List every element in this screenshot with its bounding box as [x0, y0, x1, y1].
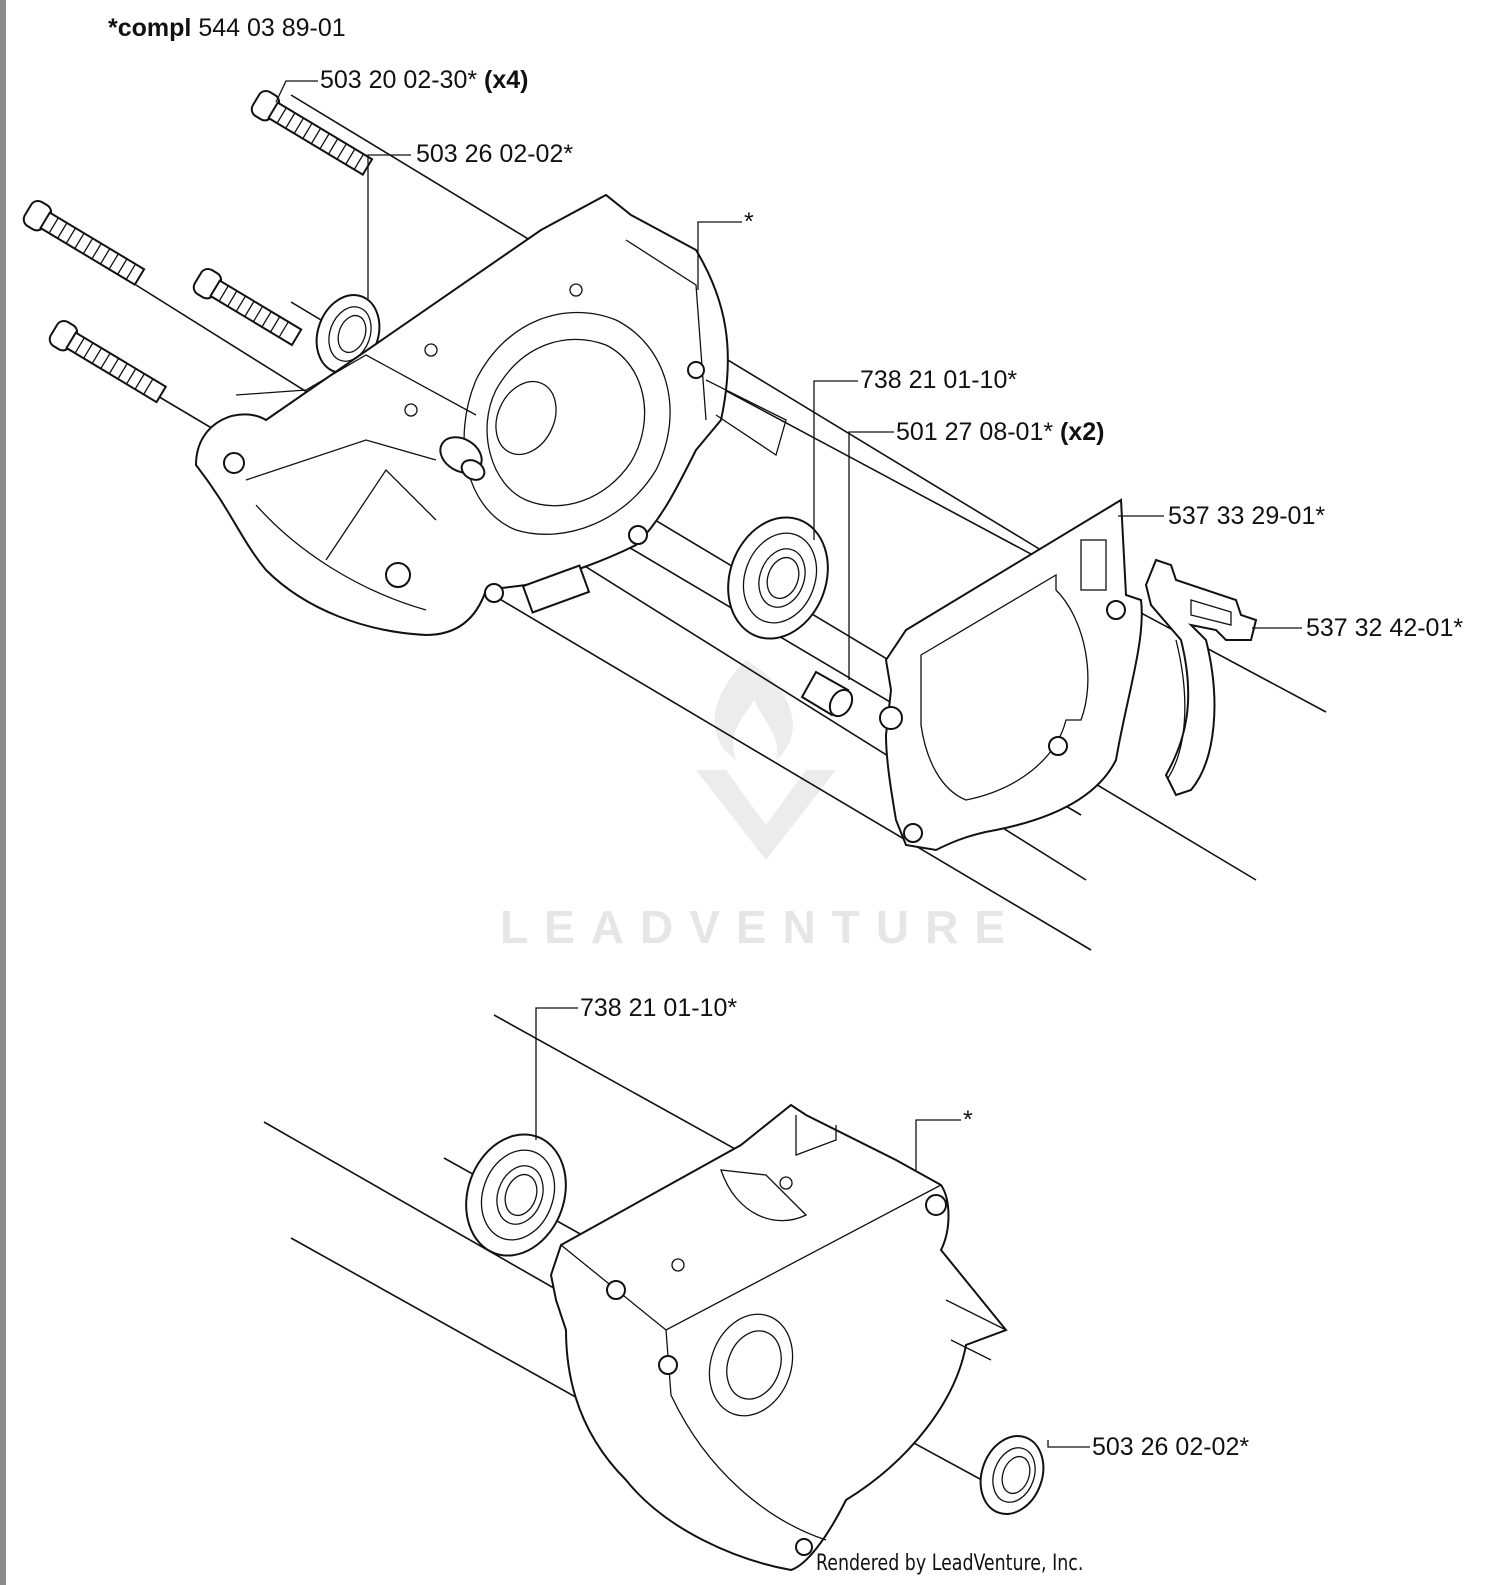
- callout-seal-bottom-number: 503 26 02-02*: [1092, 1433, 1250, 1461]
- screw-4: [48, 319, 168, 404]
- callout-screw-qty: (x4): [484, 66, 529, 94]
- sleeve-1: [800, 670, 854, 718]
- callout-sleeve-qty: (x2): [1060, 418, 1105, 446]
- screw-2: [22, 199, 146, 287]
- exploded-view-drawing: [22, 80, 1327, 1572]
- callout-crankcase-bottom-number: *: [963, 1106, 973, 1134]
- callout-seal-top-number: 503 26 02-02*: [416, 140, 574, 168]
- top-assembly: [22, 80, 1327, 951]
- callout-screw-number: 503 20 02-30*: [320, 66, 478, 94]
- callout-gasket-number: 537 33 29-01*: [1168, 502, 1326, 530]
- screw-3: [192, 267, 303, 347]
- bearing-top: [727, 516, 829, 640]
- screw-group: [22, 89, 374, 404]
- callout-bearing-bottom-number: 738 21 01-10*: [580, 994, 738, 1022]
- callout-lever[interactable]: 537 32 42-01*: [1306, 616, 1463, 641]
- callout-bearing-top-number: 738 21 01-10*: [860, 366, 1018, 394]
- kit-prefix: *compl: [108, 14, 192, 42]
- callout-crankcase-top[interactable]: *: [744, 210, 754, 235]
- callout-lever-number: 537 32 42-01*: [1306, 614, 1464, 642]
- callout-sleeve-number: 501 27 08-01*: [896, 418, 1054, 446]
- rendered-by-footer: Rendered by LeadVenture, Inc.: [816, 1551, 1084, 1576]
- lever: [1144, 558, 1258, 797]
- kit-header: *compl 544 03 89-01: [108, 16, 346, 41]
- leader-lines-bottom: [535, 1007, 1090, 1448]
- screw-1: [250, 89, 374, 177]
- callout-seal-top[interactable]: 503 26 02-02*: [416, 142, 573, 167]
- seal-bottom: [979, 1435, 1045, 1515]
- bearing-bottom: [465, 1133, 567, 1257]
- callout-sleeve[interactable]: 501 27 08-01* (x2): [896, 420, 1105, 445]
- crankcase-half-top: [194, 193, 787, 637]
- callout-gasket[interactable]: 537 33 29-01*: [1168, 504, 1325, 529]
- watermark-text: LEADVENTURE: [500, 901, 1022, 953]
- bottom-assembly: [263, 1007, 1090, 1572]
- callout-crankcase-bottom[interactable]: *: [963, 1108, 973, 1133]
- callout-bearing-top[interactable]: 738 21 01-10*: [860, 368, 1017, 393]
- leader-lines-top: [275, 80, 1302, 680]
- kit-number: 544 03 89-01: [198, 14, 346, 42]
- crankcase-half-bottom: [549, 1103, 1008, 1572]
- callout-bearing-bottom[interactable]: 738 21 01-10*: [580, 996, 737, 1021]
- callout-crankcase-top-number: *: [744, 208, 754, 236]
- callout-seal-bottom[interactable]: 503 26 02-02*: [1092, 1435, 1249, 1460]
- gasket: [879, 498, 1143, 852]
- callout-screw[interactable]: 503 20 02-30* (x4): [320, 68, 529, 93]
